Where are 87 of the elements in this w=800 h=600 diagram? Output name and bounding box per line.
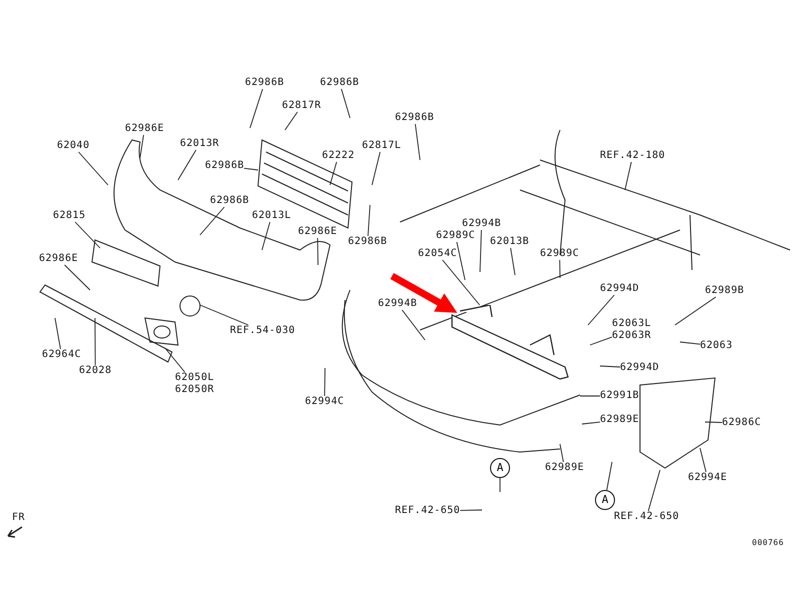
part-number: 62986E [298, 226, 338, 238]
leader-line [317, 238, 318, 266]
part-number: 62986B [320, 77, 360, 89]
leader-line [648, 470, 660, 512]
leader-line [164, 348, 186, 372]
part-number: 62013R [180, 138, 220, 150]
part-number: 62050R [175, 384, 214, 396]
leader-line [178, 150, 196, 180]
leader-line [330, 162, 338, 186]
part-number: REF.42-650 [395, 505, 460, 517]
part-number: 62222 [322, 150, 355, 162]
part-number: 62964C [42, 349, 82, 361]
leader-line [456, 242, 466, 280]
leader-line [340, 88, 350, 118]
leader-line [140, 134, 144, 158]
part-number: 62013B [490, 236, 530, 248]
drawing-code: 000766 [752, 537, 784, 549]
part-number: 62986B [205, 160, 244, 172]
part-number: 62986B [210, 195, 250, 207]
part-number: 62994B [378, 298, 418, 310]
leader-line [244, 168, 258, 170]
leader-line [704, 422, 722, 423]
leader-line [600, 366, 620, 368]
part-number: 62986E [125, 123, 164, 135]
leader-line [200, 206, 225, 236]
leader-line [372, 152, 381, 186]
leader-line [510, 248, 516, 276]
part-number: 62986C [722, 417, 762, 429]
part-number: 62994D [620, 362, 660, 374]
part-number: 62994B [462, 218, 502, 230]
part-number: 62989B [705, 285, 744, 297]
part-number: 62040 [57, 140, 90, 152]
leader-line [560, 444, 564, 462]
leader-line [284, 112, 298, 130]
part-number: 62817R [282, 100, 322, 112]
part-number: 62989C [540, 248, 580, 260]
leader-line [94, 318, 96, 366]
part-number: 62013L [252, 210, 292, 222]
leader-line [200, 304, 249, 326]
leader-line [700, 448, 706, 472]
leader-line [78, 152, 108, 186]
part-number: 62994C [305, 396, 344, 408]
leader-line [74, 222, 100, 248]
direction-label: FR [12, 512, 26, 524]
leader-line [64, 264, 90, 290]
part-number: 62063L [612, 318, 652, 330]
part-number: 62989E [545, 462, 584, 474]
leader-line [368, 204, 370, 236]
leader-line [559, 260, 560, 278]
part-number: 62991B [600, 390, 640, 402]
leader-line [582, 422, 600, 424]
part-number: REF.54-030 [230, 325, 296, 337]
leader-line [624, 162, 632, 190]
part-number: 62986E [39, 253, 78, 265]
part-number: 62986B [245, 77, 284, 89]
leader-line [262, 222, 270, 250]
leader-line [590, 336, 612, 346]
part-number: 62817L [362, 140, 402, 152]
part-number: 62050L [175, 372, 214, 384]
part-number: 62989E [600, 414, 640, 426]
part-number: REF.42-650 [614, 511, 680, 523]
leader-line [588, 294, 615, 326]
leader-line [606, 462, 612, 490]
part-number: 62815 [53, 210, 86, 222]
part-number: 62054C [418, 248, 458, 260]
part-number: 62063R [612, 330, 652, 342]
part-number: 62986B [395, 112, 434, 124]
leader-line [414, 124, 420, 160]
leader-line [402, 310, 426, 340]
part-number: 62989C [436, 230, 476, 242]
highlight-arrow [390, 272, 458, 313]
part-number: 62994D [600, 283, 640, 295]
reference-circle: A [490, 458, 510, 478]
leader-line [680, 342, 700, 345]
part-number: 62986B [348, 236, 388, 248]
leader-line [442, 260, 480, 306]
leader-line [250, 88, 264, 128]
part-number: REF.42-180 [600, 150, 666, 162]
part-number: 62063 [700, 340, 733, 352]
leader-line [460, 510, 482, 511]
leader-line [480, 230, 482, 272]
leader-line [324, 368, 326, 396]
part-number: 62028 [79, 365, 112, 377]
leader-line [54, 318, 61, 350]
leader-line [674, 296, 716, 326]
reference-circle: A [595, 490, 615, 510]
part-number: 62994E [688, 472, 728, 484]
